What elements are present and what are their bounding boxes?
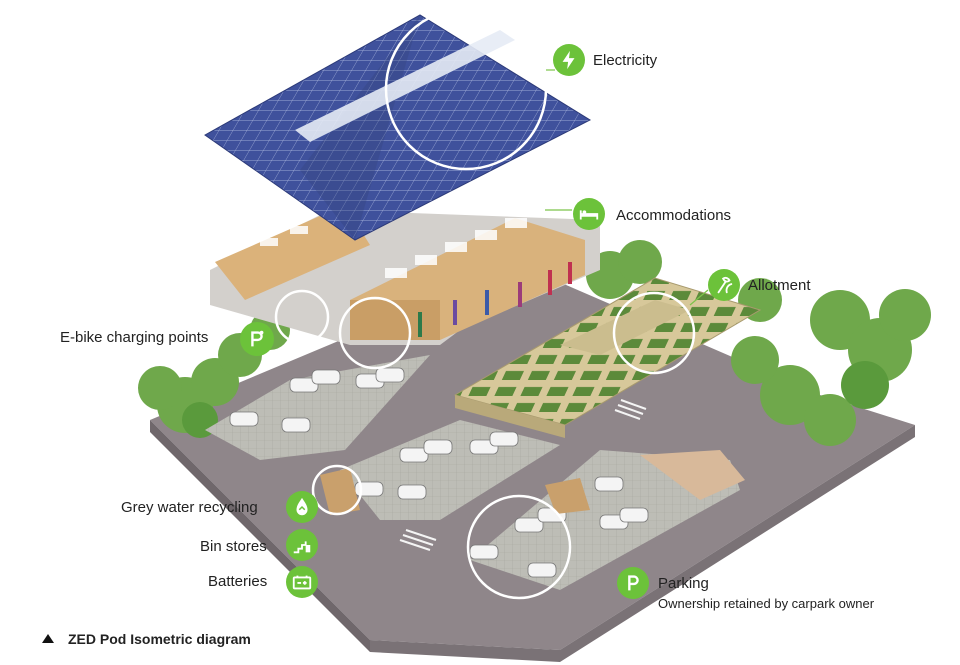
battery-icon <box>292 575 312 590</box>
accommodation-pods <box>210 205 600 345</box>
ebike-parking-icon <box>251 330 264 347</box>
ebike-badge <box>240 322 274 356</box>
accommodations-badge <box>573 198 605 230</box>
parking-icon <box>628 575 639 591</box>
highlight-circles <box>274 7 696 600</box>
bed-icon <box>579 210 599 220</box>
grey-water-badge <box>286 491 318 523</box>
grey-water-label: Grey water recycling <box>121 499 258 516</box>
electricity-badge <box>553 44 585 76</box>
bin-stores-label: Bin stores <box>200 538 267 555</box>
bin-stores-badge <box>286 529 318 561</box>
crossings <box>399 399 647 551</box>
recycle-drop-icon <box>296 497 308 516</box>
garden-tools-icon <box>717 276 733 294</box>
parking-sublabel: Ownership retained by carpark owner <box>658 596 875 611</box>
ebike-label: E-bike charging points <box>60 329 209 346</box>
triangle-icon <box>42 634 54 643</box>
allotment-badge <box>708 269 740 301</box>
electricity-label: Electricity <box>593 52 658 69</box>
allotment-deck <box>453 277 762 438</box>
cars <box>229 367 649 578</box>
figure-caption: ZED Pod Isometric diagram <box>42 631 251 647</box>
allotment-label: Allotment <box>748 277 811 294</box>
stairs-bin-icon <box>293 541 311 554</box>
batteries-label: Batteries <box>208 573 268 590</box>
lightning-icon <box>562 50 575 70</box>
caption-text: ZED Pod Isometric diagram <box>68 631 251 647</box>
parking-label: Parking <box>658 575 709 592</box>
accommodations-label: Accommodations <box>616 207 732 224</box>
solar-roof <box>204 14 592 241</box>
batteries-badge <box>286 566 318 598</box>
parking-badge <box>617 567 649 599</box>
bin-store <box>320 468 590 515</box>
